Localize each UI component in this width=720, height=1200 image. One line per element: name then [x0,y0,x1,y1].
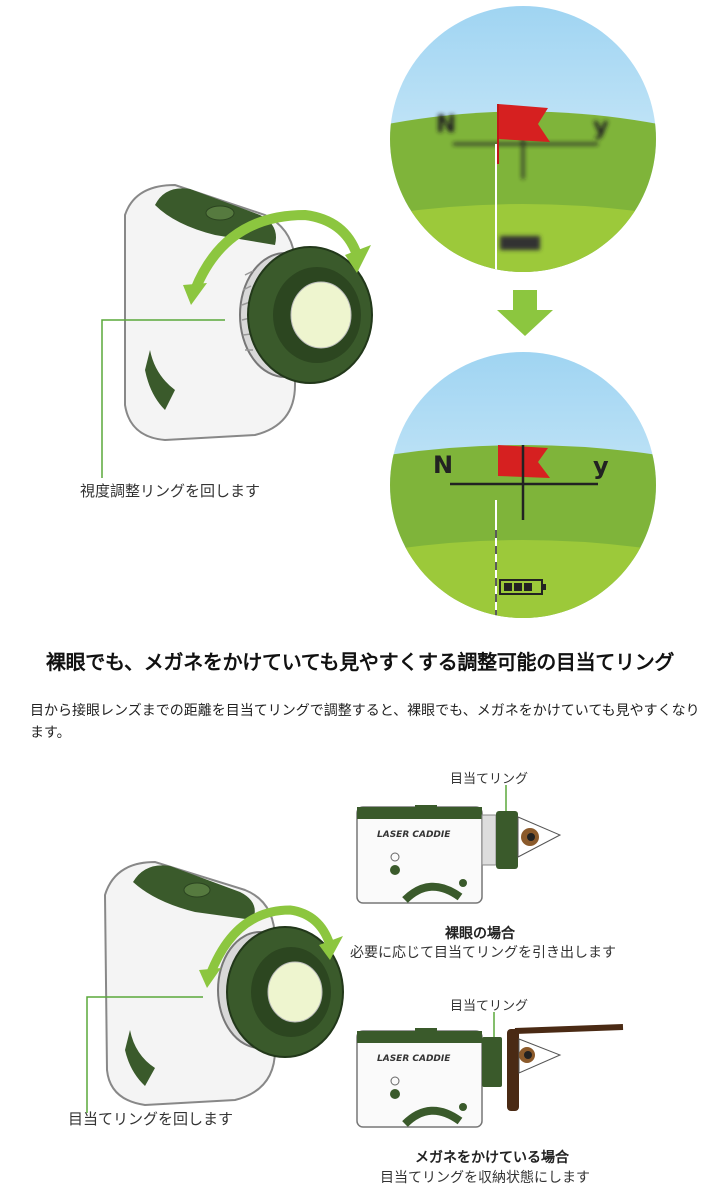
section-description: 目から接眼レンズまでの距離を目当てリングで調整すると、裸眼でも、メガネをかけてい… [30,703,700,741]
brand-label: LASER CADDIE [377,1054,451,1064]
leader-naked [505,785,507,813]
scope-letter-n: N [436,110,456,138]
caption-leader-bottom [86,996,203,1113]
brand-label: LASER CADDIE [377,830,451,840]
caption-leader-top [101,319,225,478]
device-side-naked: LASER CADDIE [356,805,562,904]
down-arrow-icon [497,290,553,336]
scope-letter-y: y [593,452,609,480]
case-naked-title: 裸眼の場合 [445,926,515,942]
scope-letter-n: N [433,451,453,479]
section-title: 裸眼でも、メガネをかけていても見やすくする調整可能の目当てリング [45,650,675,674]
rangefinder-illustration-top [124,183,373,442]
leader-glasses [493,1012,495,1040]
caption-eyecup-rotate: 目当てリングを回します [68,1110,234,1128]
scope-view-before: N y [390,6,656,272]
case-glasses-text: 目当てリングを収納状態にします [380,1170,590,1186]
case-naked-text: 必要に応じて目当てリングを引き出します [350,945,616,961]
rangefinder-illustration-bottom [103,860,344,1107]
eyecup-label-glasses: 目当てリング [450,999,529,1014]
scope-letter-y: y [593,112,609,140]
scope-view-after: N y [390,352,656,618]
case-glasses-title: メガネをかけている場合 [415,1150,569,1166]
device-side-glasses: LASER CADDIE [356,1024,624,1128]
caption-ring-adjust: 視度調整リングを回します [80,482,261,500]
eyecup-label-naked: 目当てリング [450,772,529,787]
